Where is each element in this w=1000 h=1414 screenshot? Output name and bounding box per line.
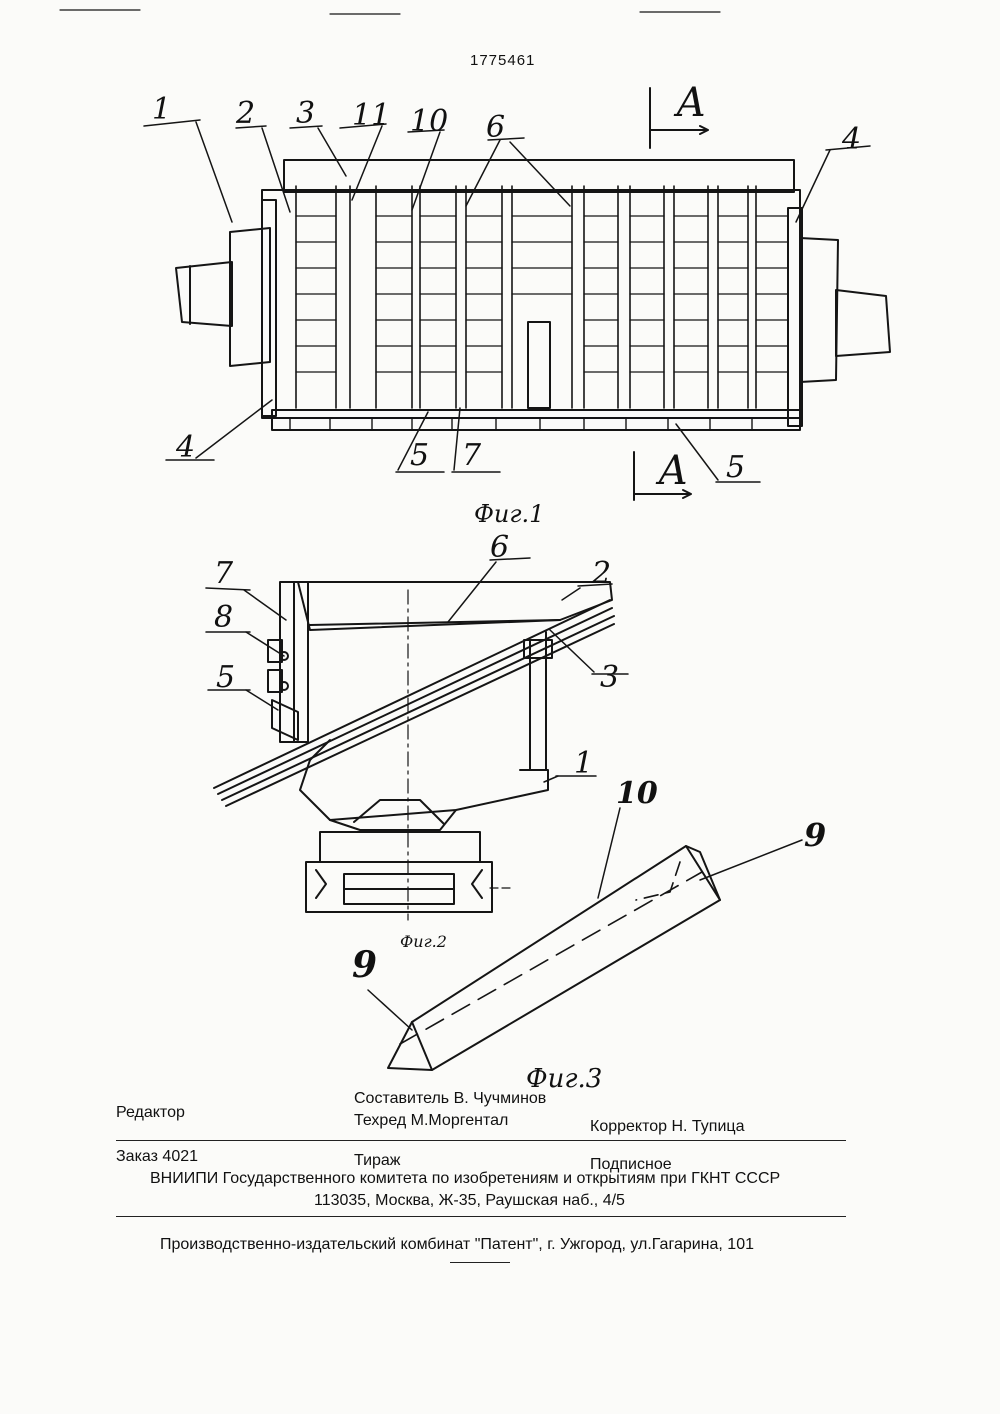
fig1-callout-4-left: 4 bbox=[176, 430, 196, 465]
circulation-line: Тираж bbox=[354, 1152, 401, 1169]
fig2-caption: Фиг.2 bbox=[400, 932, 447, 951]
fig2-callout-6: 6 bbox=[490, 530, 510, 565]
techred-line: Техред М.Моргентал bbox=[354, 1112, 509, 1129]
fig1-callout-1: 1 bbox=[152, 92, 172, 127]
fig2-callout-8: 8 bbox=[214, 600, 234, 635]
fig3-callout-9-right: 9 bbox=[804, 816, 827, 854]
fig1-callout-7: 7 bbox=[462, 438, 482, 473]
colophon-rule-1 bbox=[116, 1140, 846, 1141]
fig2-callout-2: 2 bbox=[592, 556, 612, 591]
colophon-short-rule bbox=[450, 1262, 510, 1263]
section-mark-a-bottom: А bbox=[658, 448, 689, 494]
order-line: Заказ 4021 bbox=[116, 1148, 199, 1165]
fig1-callout-6: 6 bbox=[486, 110, 506, 145]
fig1-callout-4-right: 4 bbox=[842, 122, 862, 157]
fig1-callout-5-left: 5 bbox=[410, 438, 430, 473]
patent-number: 1775461 bbox=[470, 52, 536, 69]
section-mark-a-top: А bbox=[676, 80, 707, 126]
subscription-line: Подписное bbox=[590, 1156, 672, 1173]
figure-1-drawing bbox=[143, 87, 891, 501]
compiler-line: Составитель В. Чучминов bbox=[354, 1090, 547, 1107]
fig1-callout-11: 11 bbox=[352, 98, 391, 133]
fig3-caption: Фиг.3 bbox=[526, 1064, 603, 1094]
organization-line: ВНИИПИ Государственного комитета по изоб… bbox=[150, 1170, 781, 1187]
fig3-callout-9-left: 9 bbox=[352, 944, 378, 986]
colophon-rule-2 bbox=[116, 1216, 846, 1217]
publisher-line: Производственно-издательский комбинат "П… bbox=[160, 1236, 754, 1253]
fig3-callout-10: 10 bbox=[616, 776, 658, 811]
fig2-callout-5: 5 bbox=[216, 660, 236, 695]
fig1-caption: Фиг.1 bbox=[474, 500, 545, 528]
fig1-callout-5-right: 5 bbox=[726, 450, 746, 485]
fig1-callout-2: 2 bbox=[236, 96, 256, 131]
editor-label: Редактор bbox=[116, 1104, 185, 1121]
fig2-callout-7: 7 bbox=[214, 556, 234, 591]
fig2-callout-1: 1 bbox=[574, 746, 594, 781]
fig2-callout-3: 3 bbox=[600, 660, 620, 695]
fig1-callout-3: 3 bbox=[296, 96, 316, 131]
fig1-callout-10: 10 bbox=[410, 104, 449, 139]
figure-2-drawing bbox=[205, 557, 629, 921]
figure-3-drawing bbox=[367, 807, 803, 1071]
address-line: 113035, Москва, Ж-35, Раушская наб., 4/5 bbox=[314, 1192, 625, 1209]
corrector-line: Корректор Н. Тупица bbox=[590, 1118, 745, 1135]
